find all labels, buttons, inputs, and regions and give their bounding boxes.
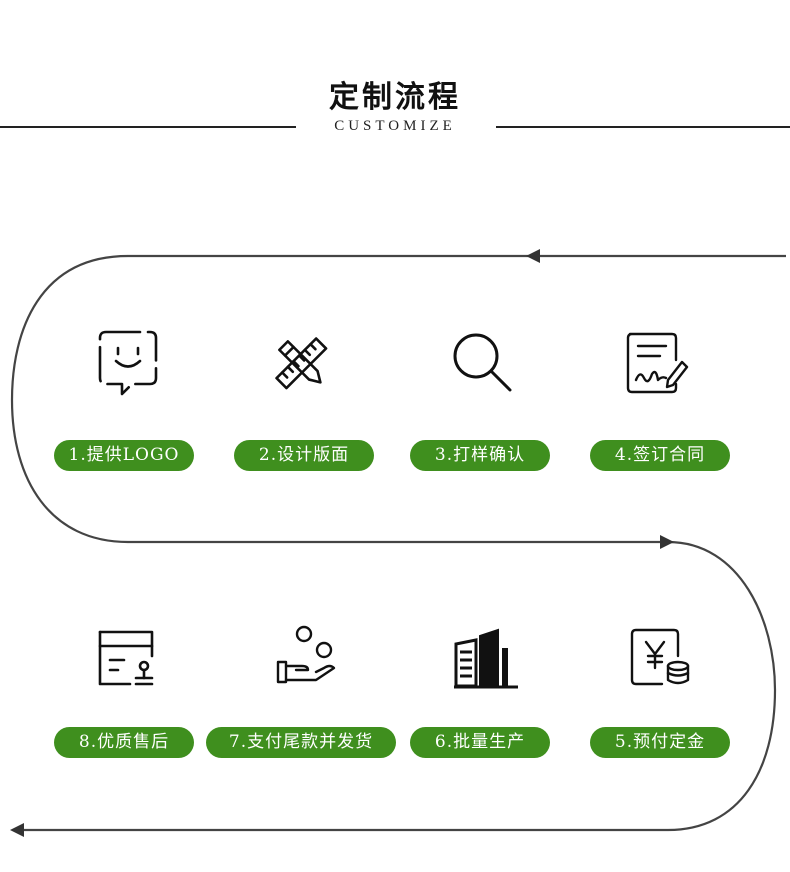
step-label-4: 4.签订合同 [590,440,730,471]
box-stamp-icon [96,626,160,690]
page-subtitle: CUSTOMIZE [334,118,456,134]
hand-coins-icon [272,624,336,688]
step-label-2: 2.设计版面 [234,440,374,471]
arrow-head-top [526,249,540,263]
factory-building-icon [454,626,518,690]
arrow-head-bottom [10,823,24,837]
magnifier-icon [450,330,514,394]
step-label-1: 1.提供LOGO [54,440,194,471]
page-title: 定制流程 [329,80,461,115]
contract-sign-icon [624,330,689,394]
pencil-ruler-icon [270,332,334,396]
step-label-5: 5.预付定金 [590,727,730,758]
arrow-head-middle [660,535,674,549]
chat-smile-icon [96,328,160,396]
step-label-3: 3.打样确认 [410,440,550,471]
title-divider-left [0,126,296,128]
flow-line [10,254,786,832]
step-label-7: 7.支付尾款并发货 [206,727,396,758]
step-label-6: 6.批量生产 [410,727,550,758]
title-divider-right [496,126,790,128]
step-label-8: 8.优质售后 [54,727,194,758]
yen-coins-icon [628,626,692,690]
